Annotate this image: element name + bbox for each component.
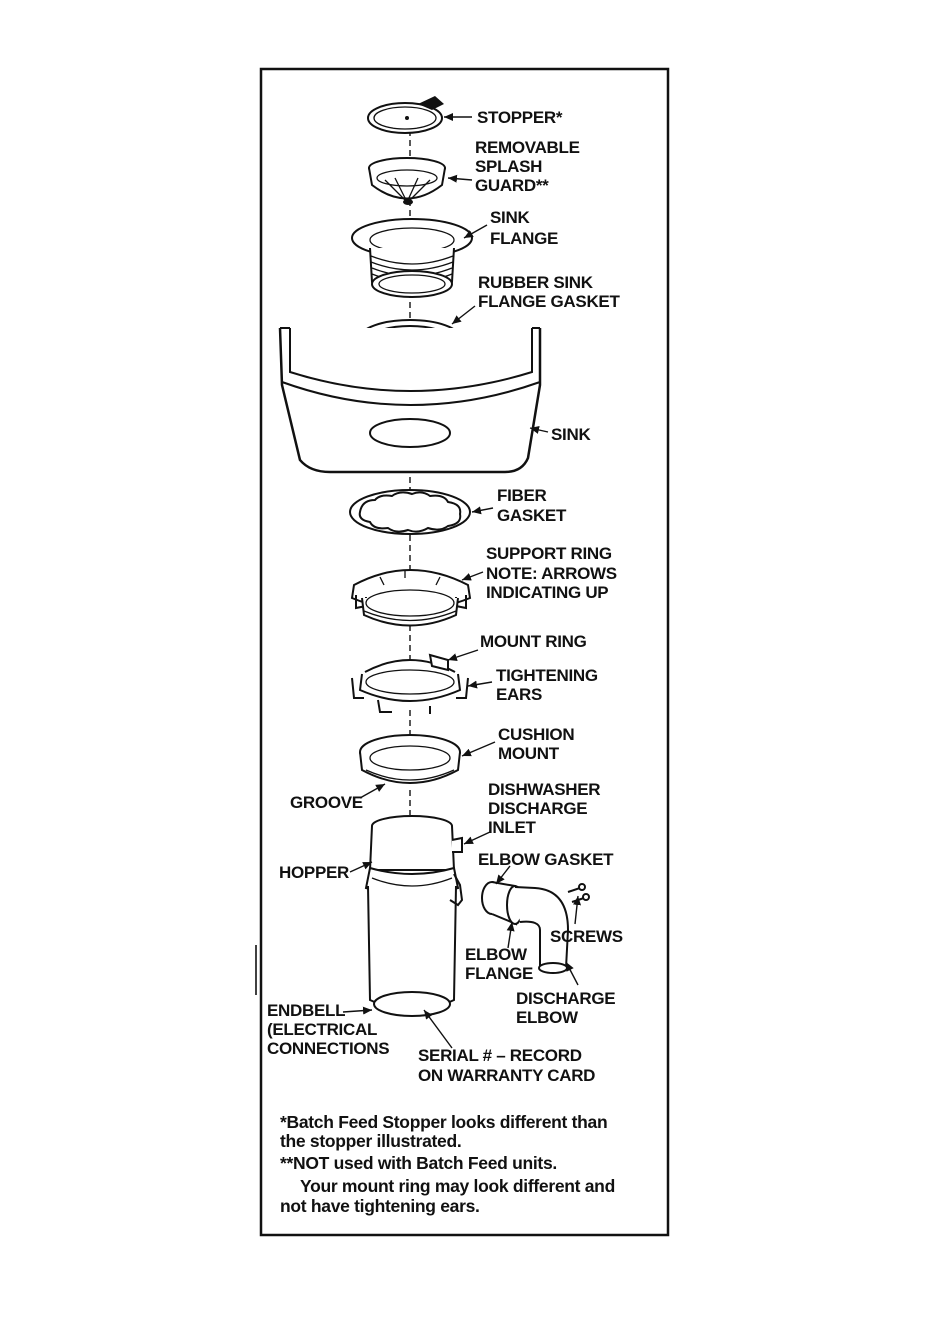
label-endbell: ENDBELL (ELECTRICAL CONNECTIONS [267, 1001, 389, 1058]
support-ring-part [350, 569, 472, 627]
label-serial: SERIAL # – RECORD ON WARRANTY CARD [418, 1046, 595, 1085]
label-elbow-gasket: ELBOW GASKET [478, 850, 614, 869]
sink-part [278, 327, 542, 474]
label-hopper: HOPPER [279, 863, 349, 882]
label-splash-guard: REMOVABLE SPLASH GUARD** [475, 138, 584, 195]
label-elbow-flange: ELBOW FLANGE [465, 945, 533, 983]
diagram-frame [259, 67, 670, 1237]
label-discharge-elbow: DISCHARGE ELBOW [516, 989, 620, 1027]
cushion-mount-part [359, 734, 461, 784]
disposer-body-part [364, 815, 464, 1017]
footnotes: *Batch Feed Stopper looks different than… [280, 1112, 620, 1216]
label-rubber-gasket: RUBBER SINK FLANGE GASKET [478, 273, 620, 311]
label-fiber-gasket: FIBER GASKET [497, 486, 567, 525]
discharge-elbow-part [481, 881, 590, 974]
label-tightening-ears: TIGHTENING EARS [496, 666, 602, 704]
label-mount-ring: MOUNT RING [480, 632, 587, 651]
fiber-gasket-part [349, 489, 471, 535]
label-dishwasher-inlet: DISHWASHER DISCHARGE INLET [488, 780, 605, 837]
sink-flange-part [351, 218, 473, 298]
splash-guard-part [368, 157, 446, 205]
label-stopper: STOPPER* [477, 108, 563, 127]
label-sink: SINK [551, 425, 591, 444]
label-groove: GROOVE [290, 793, 363, 812]
label-screws: SCREWS [550, 927, 623, 946]
label-sink-flange: SINK FLANGE [490, 208, 558, 248]
label-support-ring: SUPPORT RING NOTE: ARROWS INDICATING UP [486, 544, 621, 602]
mount-ring-part [351, 653, 469, 714]
stopper-part [367, 96, 444, 134]
label-cushion-mount: CUSHION MOUNT [498, 725, 579, 763]
